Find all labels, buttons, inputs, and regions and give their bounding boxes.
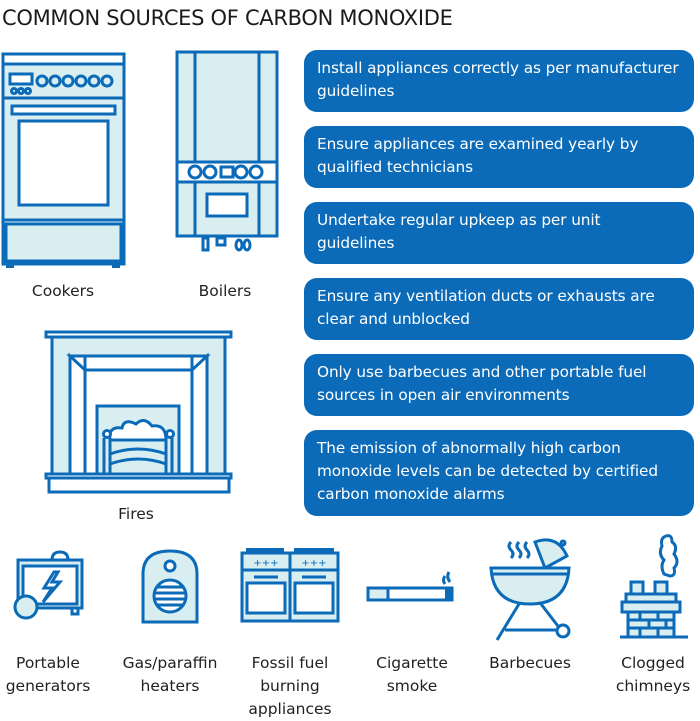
tip-box: Undertake regular upkeep as per unit gui… — [304, 202, 694, 264]
label-line: Barbecues — [489, 654, 571, 672]
generator-label: Portable generators — [0, 652, 96, 698]
label-line: appliances — [248, 700, 332, 718]
label-line: Clogged — [621, 654, 685, 672]
barbecue-label: Barbecues — [475, 652, 585, 675]
label-line: chimneys — [615, 677, 691, 695]
barbecue-icon — [489, 538, 571, 641]
label-line: heaters — [140, 677, 200, 695]
label-line: burning — [260, 677, 320, 695]
heater-label: Gas/paraffin heaters — [115, 652, 225, 698]
tip-box: Ensure appliances are examined yearly by… — [304, 126, 694, 188]
cooker-icon — [1, 52, 126, 268]
label-line: generators — [5, 677, 91, 695]
boiler-icon — [175, 50, 279, 252]
label-line: Portable — [16, 654, 80, 672]
range-cooker-label: Fossil fuel burning appliances — [235, 652, 345, 721]
cigarette-icon — [366, 571, 454, 602]
fireplace-label: Fires — [118, 505, 154, 523]
tip-box: Install appliances correctly as per manu… — [304, 50, 694, 112]
label-line: Fossil fuel — [251, 654, 329, 672]
svg-text:+++: +++ — [301, 558, 326, 569]
safety-tips-list: Install appliances correctly as per manu… — [304, 50, 694, 530]
page-title: COMMON SOURCES OF CARBON MONOXIDE — [2, 6, 453, 30]
tip-box: Only use barbecues and other portable fu… — [304, 354, 694, 416]
chimney-icon — [620, 534, 688, 639]
generator-icon — [13, 550, 84, 620]
fireplace-icon — [44, 330, 233, 494]
cooker-label: Cookers — [31, 282, 95, 300]
range-cooker-icon: +++ +++ — [240, 548, 340, 623]
chimney-label: Clogged chimneys — [598, 652, 700, 698]
label-line: Cigarette — [376, 654, 448, 672]
label-line: Gas/paraffin — [122, 654, 218, 672]
boiler-label: Boilers — [198, 282, 252, 300]
tip-box: The emission of abnormally high carbon m… — [304, 430, 694, 516]
svg-text:+++: +++ — [253, 558, 278, 569]
heater-icon — [141, 549, 199, 624]
cigarette-label: Cigarette smoke — [357, 652, 467, 698]
tip-box: Ensure any ventilation ducts or exhausts… — [304, 278, 694, 340]
label-line: smoke — [386, 677, 438, 695]
